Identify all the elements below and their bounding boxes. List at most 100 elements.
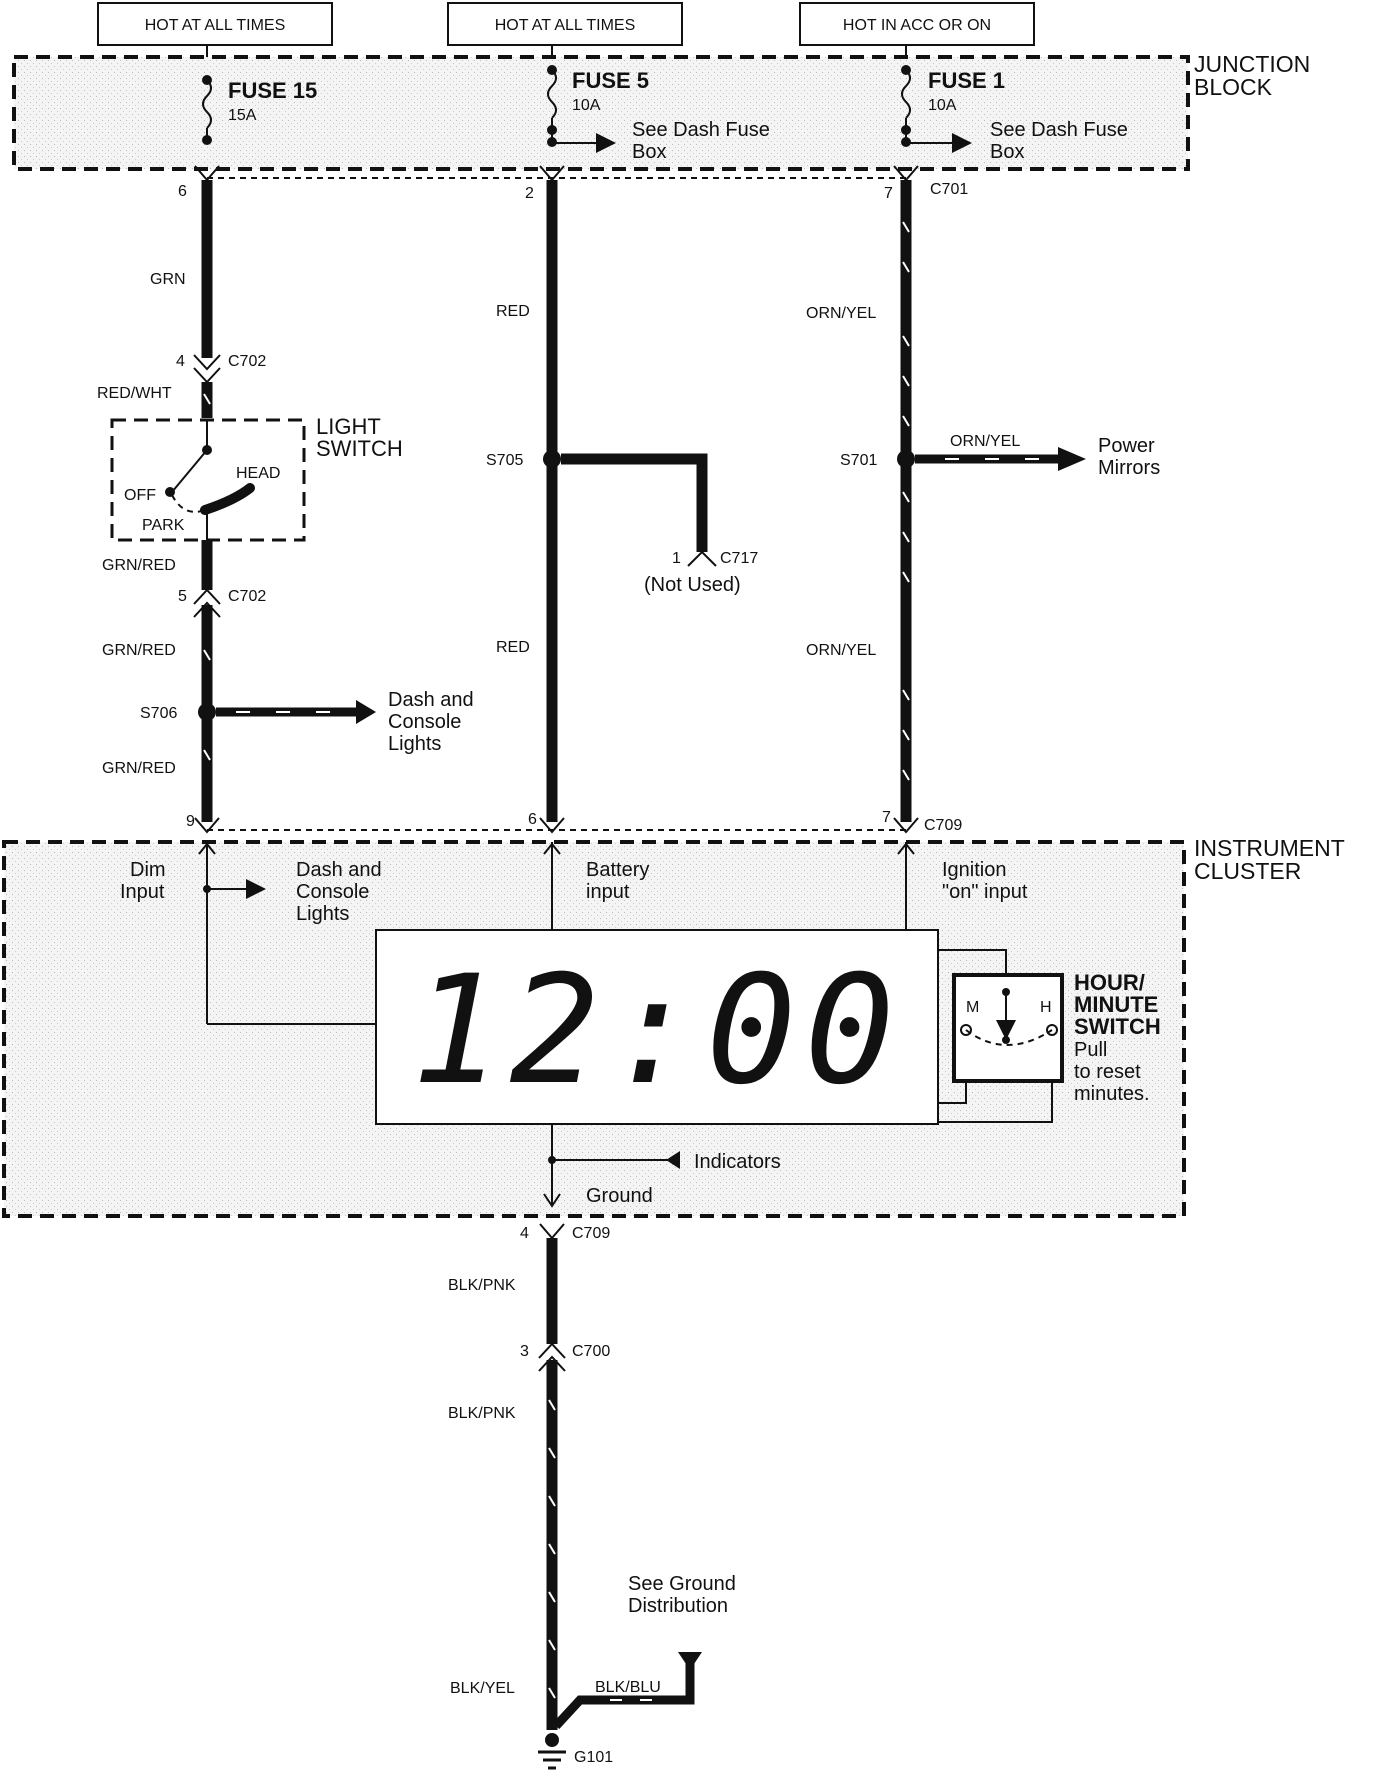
cluster-dim-input: Dim bbox=[130, 859, 166, 881]
pin-6-cluster: 6 bbox=[528, 811, 537, 828]
cluster-indicators: Indicators bbox=[694, 1151, 781, 1173]
dest-not-used: (Not Used) bbox=[644, 574, 741, 596]
cluster-ground: Ground bbox=[586, 1185, 653, 1207]
connector-c709-bottom: C709 bbox=[572, 1225, 610, 1242]
pin-7-cluster: 7 bbox=[882, 809, 891, 826]
clock-digits: 12:00 bbox=[411, 944, 903, 1118]
switch-title-3: SWITCH bbox=[1074, 1014, 1161, 1039]
pin-4: 4 bbox=[176, 353, 185, 370]
cluster-battery-input-2: input bbox=[586, 881, 630, 903]
wire-label-orn-yel-3: ORN/YEL bbox=[806, 642, 876, 659]
splice-s701-label: S701 bbox=[840, 452, 877, 469]
light-switch: LIGHT SWITCH OFF HEAD PARK bbox=[110, 414, 403, 542]
cluster-dash-lights-3: Lights bbox=[296, 903, 349, 925]
ground-note-2: Distribution bbox=[628, 1595, 728, 1617]
pin-9: 9 bbox=[186, 813, 195, 830]
wire-label-blk-blu: BLK/BLU bbox=[595, 1679, 661, 1696]
top-label-fuse1: HOT IN ACC OR ON bbox=[843, 17, 991, 34]
light-switch-title-2: SWITCH bbox=[316, 436, 403, 461]
switch-h: H bbox=[1040, 999, 1052, 1016]
light-switch-title: LIGHT bbox=[316, 414, 381, 439]
cluster-dash-lights-2: Console bbox=[296, 881, 369, 903]
pin-6: 6 bbox=[178, 183, 187, 200]
ground-circuit: 4 C709 BLK/PNK 3 C700 BLK/PNK See Ground… bbox=[448, 1223, 736, 1770]
fuse-5-name: FUSE 5 bbox=[572, 68, 649, 93]
pin-4-c709: 4 bbox=[520, 1225, 529, 1242]
wire-label-red-wht: RED/WHT bbox=[97, 385, 172, 402]
connector-c702-lower: C702 bbox=[228, 588, 266, 605]
switch-note: Pull bbox=[1074, 1039, 1107, 1061]
wire-label-grn-red-3: GRN/RED bbox=[102, 760, 176, 777]
dest-dash-lights-2: Console bbox=[388, 711, 461, 733]
splice-s706-label: S706 bbox=[140, 705, 177, 722]
wire-label-orn-yel-2: ORN/YEL bbox=[950, 433, 1020, 450]
ground-note: See Ground bbox=[628, 1573, 736, 1595]
switch-note-3: minutes. bbox=[1074, 1083, 1150, 1105]
ground-g101-point bbox=[545, 1733, 559, 1747]
wire-label-red-2: RED bbox=[496, 639, 530, 656]
fuse-1-name: FUSE 1 bbox=[928, 68, 1005, 93]
fuse-15-name: FUSE 15 bbox=[228, 78, 317, 103]
wire-label-red-1: RED bbox=[496, 303, 530, 320]
switch-m: M bbox=[966, 999, 979, 1016]
fuse-1: FUSE 1 10A See Dash Fuse Box bbox=[901, 65, 1128, 163]
fuse-5: FUSE 5 10A See Dash Fuse Box bbox=[547, 65, 770, 163]
wire-label-orn-yel-1: ORN/YEL bbox=[806, 305, 876, 322]
hour-minute-switch: M H HOUR/ MINUTE SWITCH Pull to reset mi… bbox=[938, 949, 1161, 1123]
fuse-5-note: See Dash Fuse bbox=[632, 119, 770, 141]
connector-c701: C701 bbox=[930, 181, 968, 198]
dest-dash-lights: Dash and bbox=[388, 689, 474, 711]
wire-label-grn-red-2: GRN/RED bbox=[102, 642, 176, 659]
cluster-ignition-input: Ignition bbox=[942, 859, 1007, 881]
pin-3-c700: 3 bbox=[520, 1343, 529, 1360]
cluster-ignition-input-2: "on" input bbox=[942, 881, 1028, 903]
junction-block-title-2: BLOCK bbox=[1194, 74, 1273, 100]
splice-s701 bbox=[897, 450, 915, 468]
switch-title-2: MINUTE bbox=[1074, 992, 1158, 1017]
cluster-dash-lights: Dash and bbox=[296, 859, 382, 881]
wire-label-grn-red-1: GRN/RED bbox=[102, 557, 176, 574]
junction-block: JUNCTION BLOCK FUSE 15 15A FUSE 5 10A Se… bbox=[12, 51, 1310, 171]
clock-display bbox=[375, 929, 939, 1125]
light-switch-park: PARK bbox=[142, 517, 185, 534]
pin-5: 5 bbox=[178, 588, 187, 605]
ground-g101-label: G101 bbox=[574, 1749, 613, 1766]
dest-power-mirrors-2: Mirrors bbox=[1098, 457, 1160, 479]
fuse-1-note-2: Box bbox=[990, 141, 1024, 163]
switch-note-2: to reset bbox=[1074, 1061, 1141, 1083]
connector-c717: C717 bbox=[720, 550, 758, 567]
fuse-1-note: See Dash Fuse bbox=[990, 119, 1128, 141]
light-switch-off: OFF bbox=[124, 487, 156, 504]
fuse-15: FUSE 15 15A bbox=[202, 75, 317, 145]
junction-block-title: JUNCTION bbox=[1194, 51, 1310, 77]
right-circuit: 7 C701 ORN/YEL S701 ORN/YEL Power Mirr bbox=[806, 165, 1160, 834]
cluster-battery-input: Battery bbox=[586, 859, 649, 881]
cluster-dim-input-2: Input bbox=[120, 881, 165, 903]
splice-s705 bbox=[543, 450, 561, 468]
pin-1-c717: 1 bbox=[672, 550, 681, 567]
fuse-5-note-2: Box bbox=[632, 141, 666, 163]
dest-dash-lights-3: Lights bbox=[388, 733, 441, 755]
fuse-5-rating: 10A bbox=[572, 97, 601, 114]
wire-label-blk-pnk-1: BLK/PNK bbox=[448, 1277, 516, 1294]
instrument-cluster: INSTRUMENT CLUSTER Dim Input Dash and Co… bbox=[2, 835, 1345, 1218]
fuse-15-rating: 15A bbox=[228, 107, 257, 124]
wire-label-grn: GRN bbox=[150, 271, 186, 288]
left-circuit: 6 GRN 4 C702 RED/WHT LIGHT SWITCH OFF HE… bbox=[97, 165, 474, 834]
light-switch-head: HEAD bbox=[236, 465, 280, 482]
splice-s705-label: S705 bbox=[486, 452, 523, 469]
splice-s706 bbox=[198, 703, 216, 721]
connector-c700: C700 bbox=[572, 1343, 610, 1360]
cluster-title: INSTRUMENT bbox=[1194, 835, 1345, 861]
dest-power-mirrors: Power bbox=[1098, 435, 1155, 457]
pin-2: 2 bbox=[525, 185, 534, 202]
connector-c709-top: C709 bbox=[924, 817, 962, 834]
switch-title: HOUR/ bbox=[1074, 970, 1145, 995]
wire-label-blk-yel: BLK/YEL bbox=[450, 1680, 515, 1697]
middle-circuit: 2 RED S705 1 C717 (Not Used) RED 6 bbox=[486, 165, 758, 834]
top-label-fuse15: HOT AT ALL TIMES bbox=[145, 17, 286, 34]
fuse-1-rating: 10A bbox=[928, 97, 957, 114]
top-label-fuse5: HOT AT ALL TIMES bbox=[495, 17, 636, 34]
wire-label-blk-pnk-2: BLK/PNK bbox=[448, 1405, 516, 1422]
connector-c702-upper: C702 bbox=[228, 353, 266, 370]
